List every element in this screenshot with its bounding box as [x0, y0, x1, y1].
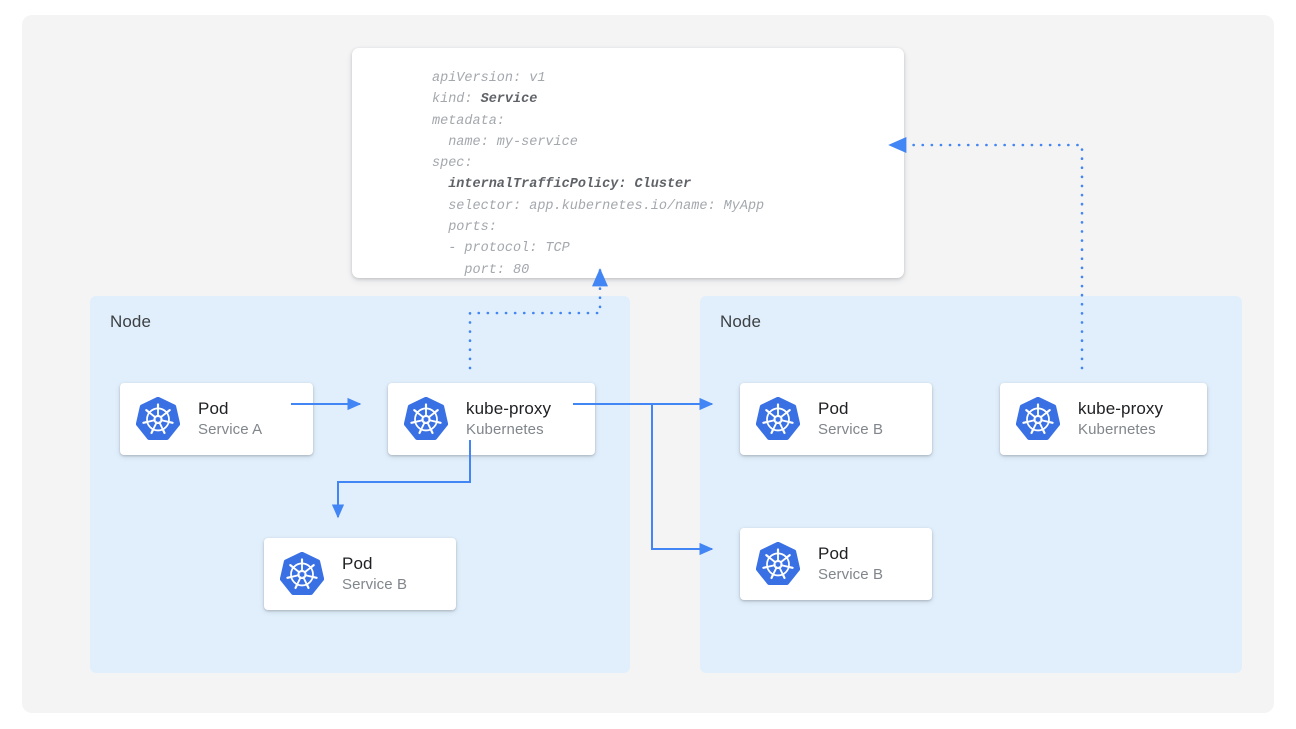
card-kube-proxy-right[interactable]: kube-proxy Kubernetes — [1000, 383, 1207, 455]
node-label: Node — [720, 312, 762, 331]
card-subtitle: Service B — [342, 576, 408, 593]
card-text: Pod Service B — [818, 398, 883, 440]
card-subtitle: Service A — [198, 421, 263, 438]
node-label: Node — [110, 312, 152, 331]
manifest-line: - protocol: TCP — [432, 241, 570, 257]
manifest-line: port: 80 — [432, 262, 530, 278]
service-manifest-card: apiVersion: v1 kind: Service metadata: nam… — [352, 48, 904, 278]
service-manifest-code: apiVersion: v1 kind: Service metadata: nam… — [432, 68, 764, 278]
card-title: kube-proxy — [1078, 399, 1164, 418]
card-text: Pod Service B — [818, 543, 883, 585]
kubernetes-logo-icon — [755, 541, 801, 586]
kubernetes-logo-icon — [403, 396, 449, 441]
kubernetes-logo-icon — [279, 551, 325, 596]
kubernetes-logo-icon — [755, 396, 801, 441]
card-subtitle: Kubernetes — [466, 421, 544, 438]
kubernetes-logo-icon — [1015, 396, 1061, 441]
card-text: Pod Service A — [198, 398, 262, 440]
node-group-right: Node — [700, 296, 1242, 673]
manifest-line: kind: Service — [432, 92, 538, 108]
card-title: kube-proxy — [466, 399, 552, 418]
node-group-left: Node — [90, 296, 630, 673]
manifest-line: internalTrafficPolicy: Cluster — [432, 177, 692, 193]
diagram-canvas: Node Node apiVersion: v1 kind: Service met… — [22, 15, 1274, 713]
card-kube-proxy-left[interactable]: kube-proxy Kubernetes — [388, 383, 595, 455]
manifest-line: selector: app.kubernetes.io/name: MyApp — [432, 198, 765, 214]
card-text: Pod Service B — [342, 553, 407, 595]
kubernetes-logo-icon — [135, 396, 181, 441]
card-pod-service-b-remote-2[interactable]: Pod Service B — [740, 528, 932, 600]
card-title: Pod — [818, 544, 849, 563]
card-text: kube-proxy Kubernetes — [466, 398, 551, 440]
card-pod-service-b-local[interactable]: Pod Service B — [264, 538, 456, 610]
card-title: Pod — [342, 554, 373, 573]
card-subtitle: Kubernetes — [1078, 421, 1156, 438]
card-subtitle: Service B — [818, 566, 884, 583]
card-pod-service-a[interactable]: Pod Service A — [120, 383, 313, 455]
card-text: kube-proxy Kubernetes — [1078, 398, 1163, 440]
manifest-line: metadata: — [432, 113, 505, 129]
manifest-line: ports: — [432, 220, 497, 236]
card-title: Pod — [818, 399, 849, 418]
manifest-line: apiVersion: v1 — [432, 71, 546, 86]
card-title: Pod — [198, 399, 229, 418]
manifest-line: spec: — [432, 156, 473, 172]
card-subtitle: Service B — [818, 421, 884, 438]
card-pod-service-b-remote-1[interactable]: Pod Service B — [740, 383, 932, 455]
manifest-line: name: my-service — [432, 134, 578, 150]
